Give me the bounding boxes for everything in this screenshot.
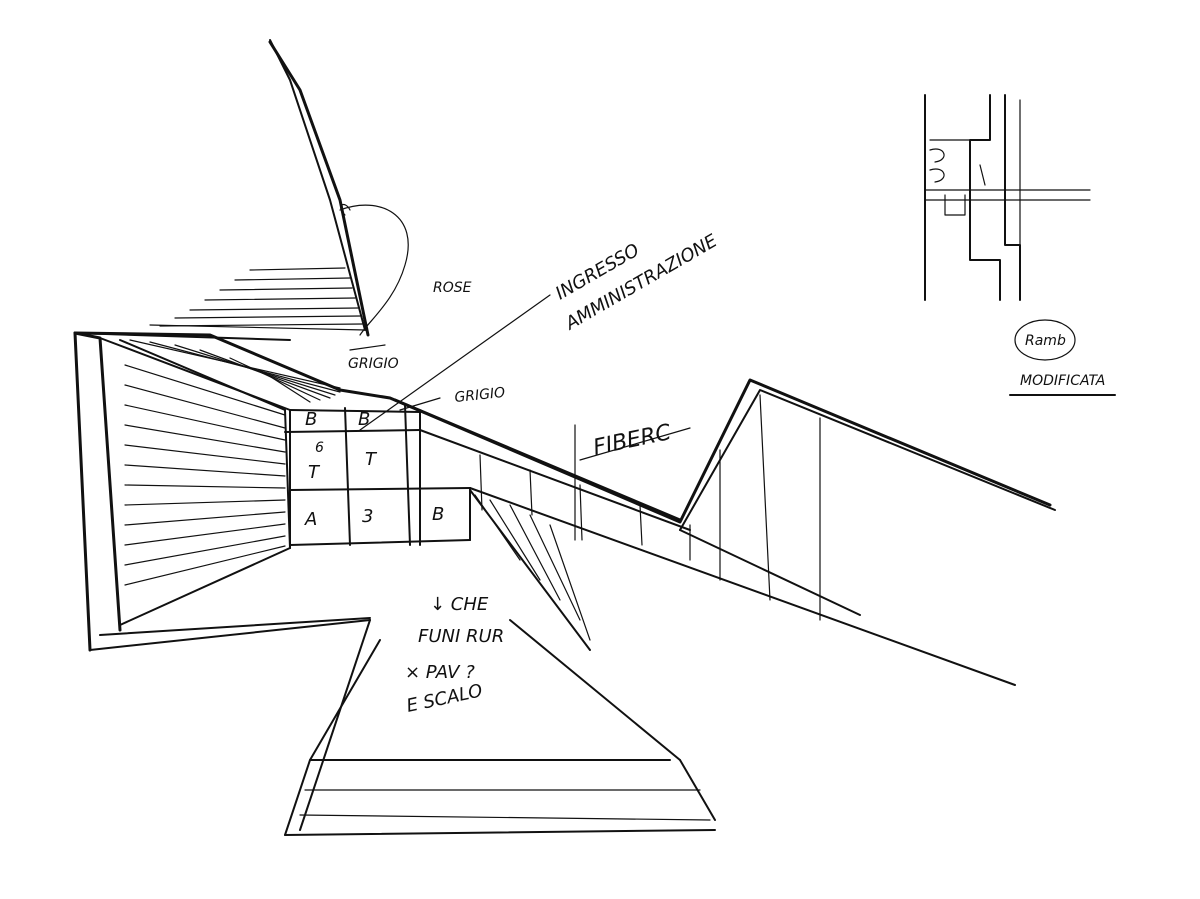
cell-t1: T	[308, 462, 321, 483]
grigio-leader	[399, 397, 441, 411]
stair-floor	[284, 619, 716, 836]
railing-hatching	[474, 494, 591, 641]
label-grigio-1: GRIGIO	[454, 385, 506, 406]
label-fibere: FIBERC	[591, 420, 674, 461]
label-rose: ROSE	[433, 280, 472, 296]
note-line-2: FUNI RUR	[418, 626, 504, 647]
ceiling-hatching	[129, 339, 341, 403]
cell-6: 6	[315, 440, 324, 456]
label-ramb: Ramb	[1025, 333, 1066, 349]
note-line-1: ↓ CHE	[430, 594, 489, 615]
right-wall	[419, 429, 1016, 686]
roof-hatching	[159, 267, 363, 327]
cell-3: 3	[362, 506, 373, 527]
ingresso-leader	[359, 294, 551, 431]
grigio-leader-2	[349, 344, 386, 351]
note-line-4: E SCALO	[405, 680, 485, 717]
cell-b3: B	[432, 504, 444, 525]
label-grigio-2: GRIGIO	[348, 356, 399, 372]
plan-inset	[924, 94, 1116, 396]
left-wall	[73, 331, 371, 652]
ramb-ellipse	[1014, 319, 1076, 361]
cell-b2: B	[358, 409, 370, 430]
upper-roof-plane	[149, 39, 409, 337]
zigzag-roof	[393, 378, 1056, 621]
left-wall-hatching	[124, 364, 286, 586]
fibere-underline	[579, 427, 691, 461]
label-modificata: MODIFICATA	[1020, 373, 1105, 389]
cell-b1: B	[305, 409, 317, 430]
cell-t2: T	[365, 449, 378, 470]
note-line-3: × PAV ?	[405, 662, 475, 683]
cell-a: A	[304, 509, 317, 530]
